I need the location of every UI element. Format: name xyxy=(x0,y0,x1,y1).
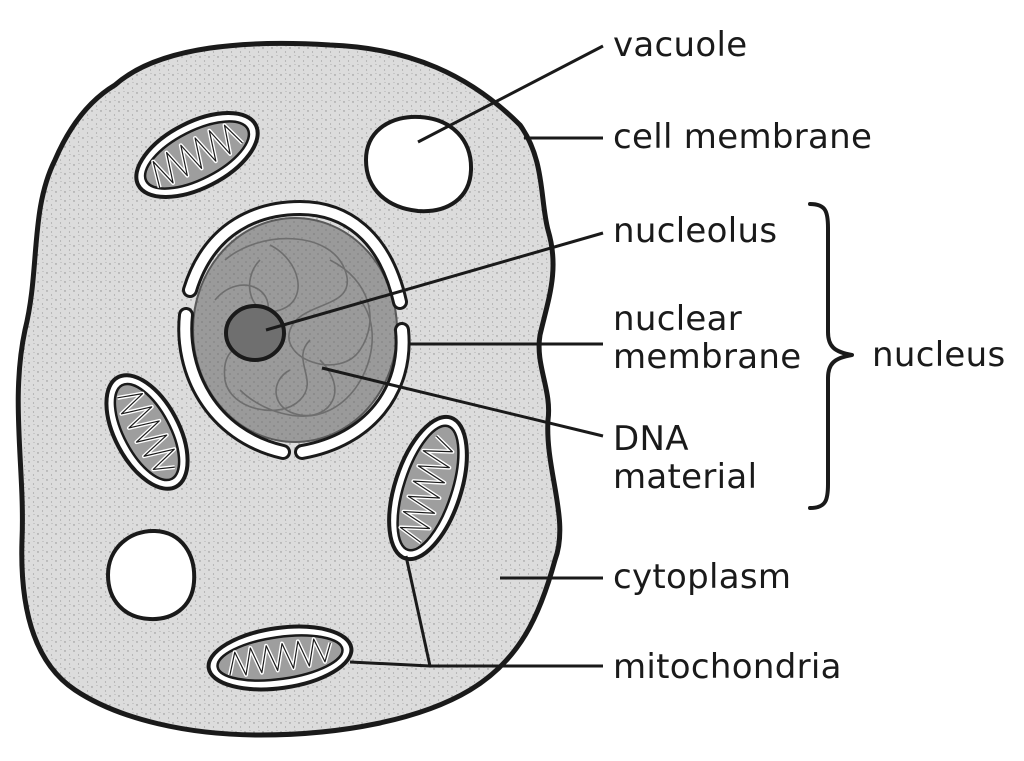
label-nucleus: nucleus xyxy=(872,336,1006,374)
nuclear-membrane xyxy=(177,199,411,460)
label-dna-line2: material xyxy=(613,457,758,497)
leader-dna xyxy=(321,366,604,438)
label-mitochondria: mitochondria xyxy=(613,648,842,686)
nucleolus-body xyxy=(224,304,286,362)
label-vacuole-text: vacuole xyxy=(613,25,748,65)
vacuole-upper xyxy=(363,114,474,214)
label-nucleus-text: nucleus xyxy=(872,335,1006,375)
label-vacuole: vacuole xyxy=(613,26,747,64)
label-cell-membrane-text: cell membrane xyxy=(613,117,873,157)
mitochondrion-top-left xyxy=(134,111,260,199)
label-dna-line1: DNA xyxy=(613,419,689,459)
dna-material xyxy=(214,237,373,417)
label-cytoplasm: cytoplasm xyxy=(613,558,791,596)
nucleus-brace xyxy=(808,202,854,510)
label-nuclear-membrane: nuclear membrane xyxy=(613,300,801,376)
label-cell-membrane: cell membrane xyxy=(613,118,872,156)
label-dna-material: DNA material xyxy=(613,420,757,496)
label-mitochondria-text: mitochondria xyxy=(613,647,842,687)
leader-vacuole xyxy=(417,44,604,144)
vacuole-lower xyxy=(105,528,197,622)
label-nucleolus: nucleolus xyxy=(613,212,777,250)
mitochondrion-left xyxy=(104,373,190,491)
label-nuclear-membrane-line1: nuclear xyxy=(613,299,743,339)
label-nucleolus-text: nucleolus xyxy=(613,211,778,251)
label-cytoplasm-text: cytoplasm xyxy=(613,557,792,597)
nucleus-body xyxy=(192,217,398,443)
leader-lines xyxy=(265,44,604,668)
leader-nucleolus xyxy=(265,231,604,332)
leader-mitochondria-branch xyxy=(404,555,432,667)
mitochondrion-bottom xyxy=(206,624,354,692)
label-nuclear-membrane-line2: membrane xyxy=(613,337,802,377)
